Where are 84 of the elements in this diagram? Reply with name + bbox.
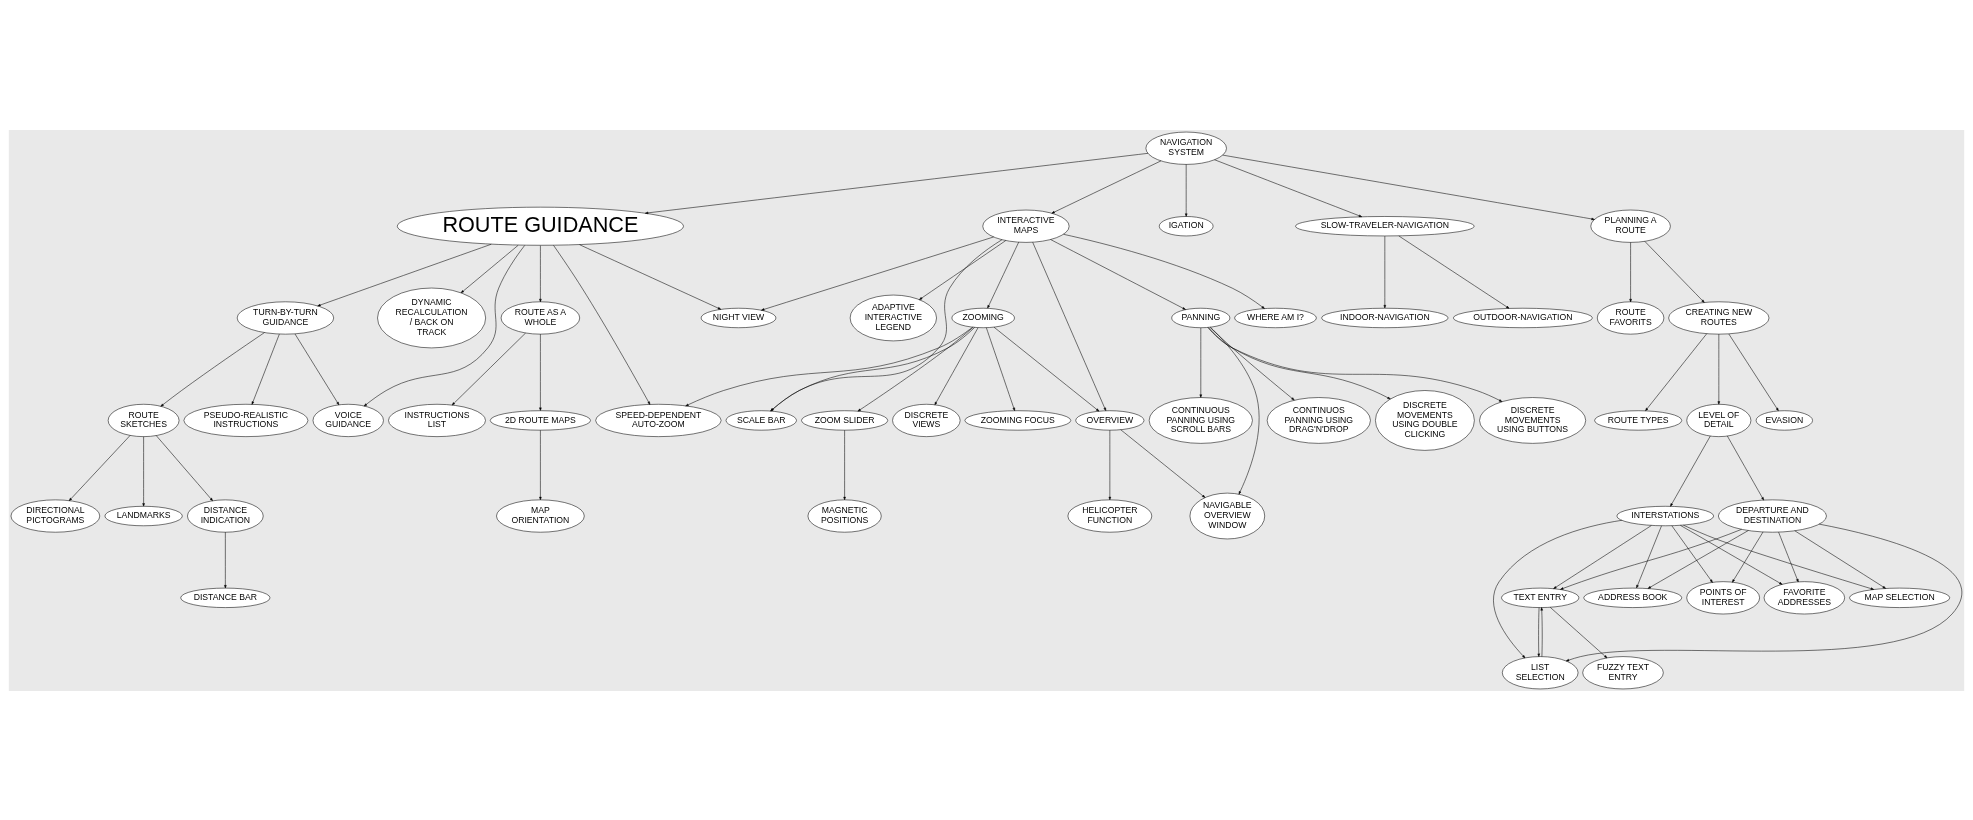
arrow	[1063, 233, 1265, 309]
arrow	[363, 244, 525, 406]
node-ellipse: ROUTE GUIDANCE	[397, 206, 684, 246]
arrow	[251, 333, 280, 405]
arrow	[1629, 241, 1632, 302]
node-ellipse: MAP ORIENTATION	[496, 499, 585, 532]
arrow	[294, 333, 340, 405]
arrow	[1683, 524, 1874, 590]
arrow	[1207, 326, 1503, 402]
arrow	[1398, 235, 1510, 309]
node-ellipse: ROUTE AS A WHOLE	[500, 301, 580, 334]
arrow	[1108, 429, 1112, 500]
arrow	[685, 326, 973, 406]
arrow	[1727, 435, 1764, 500]
arrow	[1493, 519, 1623, 658]
node-ellipse: DISCRETE MOVEMENTS USING DOUBLE CLICKING	[1375, 389, 1475, 451]
arrow	[1560, 528, 1742, 590]
node-ellipse: LEVEL OF DETAIL	[1686, 403, 1752, 437]
arrow	[761, 236, 994, 311]
arrow	[155, 434, 213, 501]
arrow	[1184, 163, 1188, 217]
node-ellipse: LANDMARKS	[104, 505, 183, 526]
arrow	[1553, 524, 1652, 589]
arrow	[1680, 524, 1783, 585]
arrow	[539, 244, 542, 302]
arrow	[539, 429, 542, 500]
arrow	[770, 238, 1003, 411]
arrow	[857, 326, 974, 411]
arrow	[993, 326, 1100, 411]
node-ellipse: CONTINUOUS PANNING USING SCROLL BARS	[1148, 396, 1253, 444]
arrow	[1717, 333, 1721, 405]
arrow	[934, 326, 979, 405]
arrow	[1208, 326, 1391, 399]
arrow	[1670, 435, 1711, 507]
arrow	[1222, 154, 1595, 220]
arrow	[539, 333, 542, 411]
arrow	[1540, 606, 1543, 657]
arrow	[1645, 332, 1708, 411]
node-ellipse: MAGNETIC POSITIONS	[807, 499, 882, 532]
arrow	[1549, 606, 1608, 658]
arrow	[460, 244, 519, 293]
arrow	[553, 244, 651, 405]
arrow	[1120, 428, 1206, 498]
arrow	[1565, 523, 1963, 661]
node-ellipse: DEPARTURE AND DESTINATION	[1718, 499, 1827, 532]
arrow	[1214, 158, 1363, 217]
arrow	[1647, 529, 1749, 589]
arrow	[142, 435, 145, 506]
arrow	[843, 429, 846, 500]
arrow	[1728, 333, 1779, 411]
arrow	[919, 239, 1007, 300]
arrow	[1778, 531, 1799, 582]
arrow	[1210, 326, 1260, 494]
arrow	[451, 332, 526, 405]
arrow	[1794, 529, 1886, 589]
node-ellipse: ROUTE FAVORITS	[1597, 301, 1665, 334]
arrow	[1209, 326, 1295, 400]
arrow	[1537, 606, 1540, 657]
arrow	[1636, 525, 1662, 588]
arrow	[1644, 240, 1705, 303]
arrow	[1671, 525, 1713, 583]
arrow	[986, 326, 1015, 411]
arrow	[1051, 160, 1162, 214]
node-ellipse: NAVIGATION SYSTEM	[1145, 131, 1227, 165]
arrow	[1032, 241, 1107, 411]
node-ellipse: DISTANCE BAR	[180, 587, 271, 608]
arrow	[1383, 235, 1387, 308]
node-ellipse: IGATION	[1158, 215, 1214, 236]
arrow	[645, 152, 1149, 214]
node-ellipse: INTERSTATIONS	[1616, 505, 1714, 526]
arrow	[1050, 238, 1186, 310]
arrow	[317, 243, 492, 306]
node-ellipse: PSEUDO-REALISTIC INSTRUCTIONS	[183, 403, 309, 437]
node-ellipse: INDOOR-NAVIGATION	[1321, 307, 1449, 328]
arrow	[987, 241, 1019, 308]
arrow	[579, 243, 722, 310]
arrow	[224, 531, 227, 588]
node-ellipse: HELICOPTER FUNCTION	[1067, 499, 1153, 532]
arrow	[160, 331, 265, 407]
node-ellipse: ZOOMING	[951, 307, 1015, 328]
arrow	[68, 434, 131, 501]
arrow	[770, 326, 975, 411]
arrow	[1199, 327, 1202, 398]
arrow	[1732, 531, 1764, 583]
